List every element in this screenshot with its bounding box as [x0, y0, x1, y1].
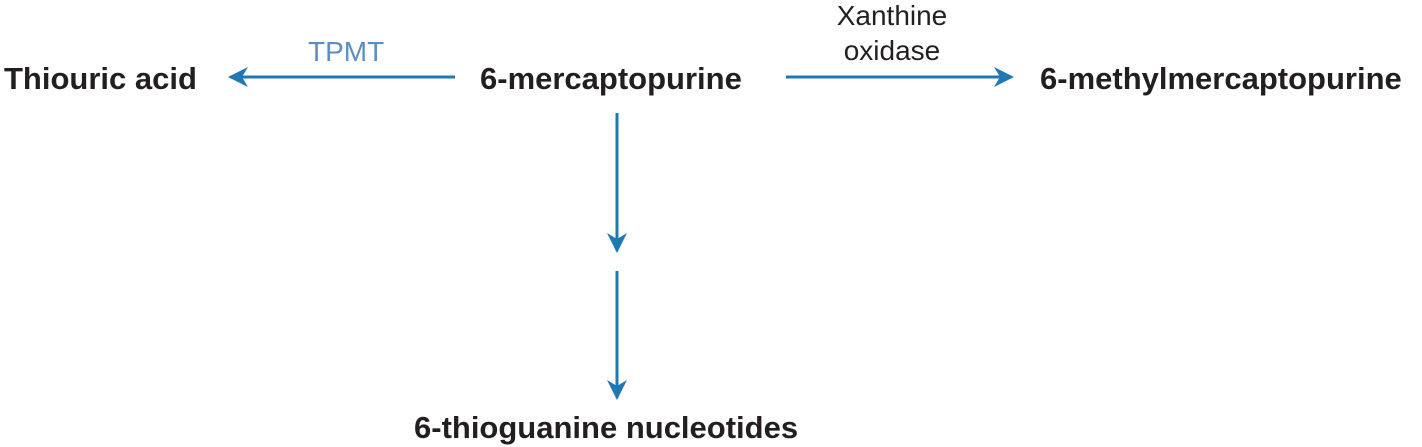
node-thiouric-acid: Thiouric acid: [4, 61, 197, 96]
enzyme-label-line-1: Xanthine: [836, 0, 948, 31]
enzyme-label-xanthine-oxidase: Xanthine oxidase: [822, 2, 962, 65]
node-6-mercaptopurine: 6-mercaptopurine: [480, 61, 742, 96]
node-6-thioguanine-nucleotides: 6-thioguanine nucleotides: [414, 410, 799, 445]
enzyme-label-tpmt: TPMT: [308, 36, 385, 67]
enzyme-label-line-2: oxidase: [843, 35, 941, 66]
node-6-methylmercaptopurine: 6-methylmercaptopurine: [1040, 61, 1402, 96]
